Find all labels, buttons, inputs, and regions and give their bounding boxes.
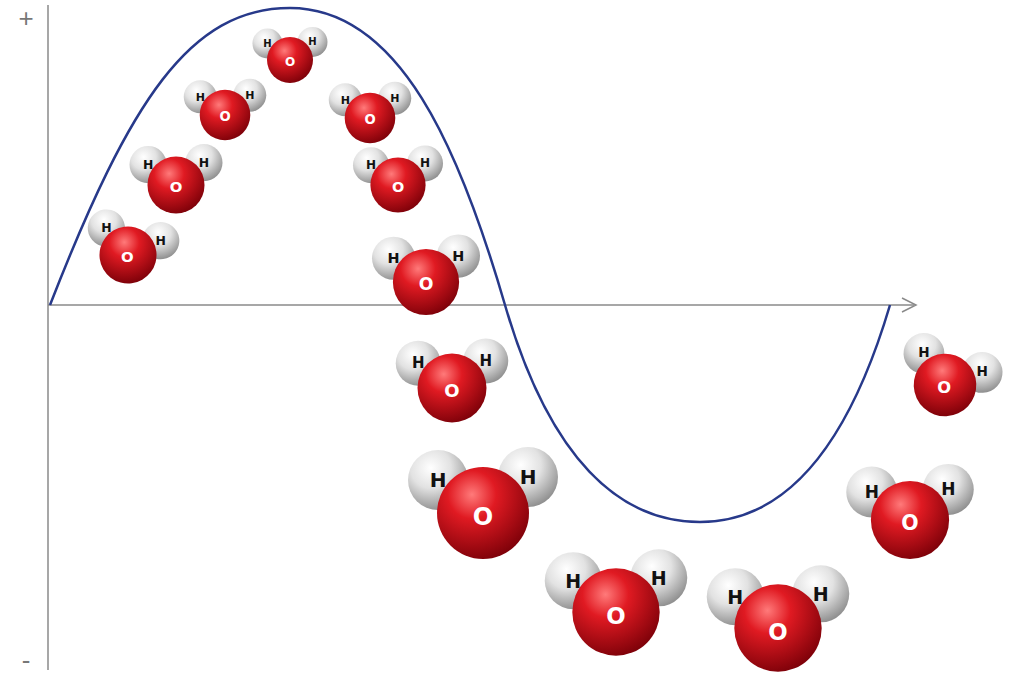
water-molecule	[846, 464, 974, 559]
hydrogen-symbol: H	[308, 37, 316, 47]
water-molecule	[707, 565, 850, 671]
hydrogen-symbol: H	[865, 483, 879, 500]
hydrogen-symbol: H	[976, 366, 987, 380]
hydrogen-symbol: H	[430, 470, 447, 490]
oxygen-symbol: O	[285, 56, 295, 68]
oxygen-symbol: O	[606, 604, 625, 627]
water-molecule	[886, 325, 1008, 431]
oxygen-symbol: O	[121, 250, 134, 265]
hydrogen-symbol: H	[388, 251, 400, 265]
hydrogen-symbol: H	[390, 93, 399, 104]
hydrogen-symbol: H	[101, 222, 111, 234]
hydrogen-symbol: H	[196, 91, 205, 102]
hydrogen-symbol: H	[366, 159, 376, 171]
water-molecule	[353, 145, 443, 212]
hydrogen-symbol: H	[651, 568, 667, 587]
oxygen-symbol: O	[937, 379, 951, 395]
water-molecule	[253, 27, 328, 83]
x-axis	[48, 304, 914, 306]
oxygen-symbol: O	[768, 620, 787, 643]
oxygen-symbol: O	[219, 111, 230, 124]
water-molecule	[184, 79, 267, 141]
oxygen-symbol: O	[170, 180, 183, 195]
water-molecule	[130, 144, 223, 213]
water-molecule	[545, 549, 688, 655]
hydrogen-symbol: H	[479, 354, 492, 369]
water-molecule	[396, 339, 509, 423]
hydrogen-symbol: H	[199, 156, 209, 168]
hydrogen-symbol: H	[918, 347, 929, 361]
oxygen-symbol: O	[473, 505, 493, 529]
oxygen-symbol: O	[901, 513, 918, 533]
oxygen-symbol: O	[419, 276, 434, 293]
water-molecule	[408, 447, 558, 559]
water-molecule	[76, 203, 184, 294]
sine-wave	[50, 8, 890, 522]
oxygen-symbol: O	[444, 382, 459, 400]
oxygen-symbol: O	[392, 180, 404, 194]
hydrogen-symbol: H	[245, 90, 254, 101]
hydrogen-symbol: H	[263, 39, 271, 49]
hydrogen-symbol: H	[156, 234, 166, 246]
axis-sign: +	[18, 5, 33, 31]
hydrogen-symbol: H	[565, 571, 581, 590]
hydrogen-symbol: H	[412, 356, 425, 371]
hydrogen-symbol: H	[341, 94, 350, 105]
hydrogen-symbol: H	[143, 158, 153, 170]
axis-sign: -	[22, 647, 31, 673]
hydrogen-symbol: H	[520, 467, 537, 487]
water-molecule	[329, 82, 412, 144]
x-axis-arrow	[902, 298, 916, 312]
hydrogen-symbol: H	[452, 249, 464, 263]
y-axis	[47, 5, 49, 670]
water-molecule	[372, 234, 480, 315]
hydrogen-symbol: H	[420, 157, 430, 169]
hydrogen-symbol: H	[941, 481, 955, 498]
oxygen-symbol: O	[364, 114, 375, 127]
hydrogen-symbol: H	[813, 584, 829, 603]
hydrogen-symbol: H	[727, 587, 743, 606]
